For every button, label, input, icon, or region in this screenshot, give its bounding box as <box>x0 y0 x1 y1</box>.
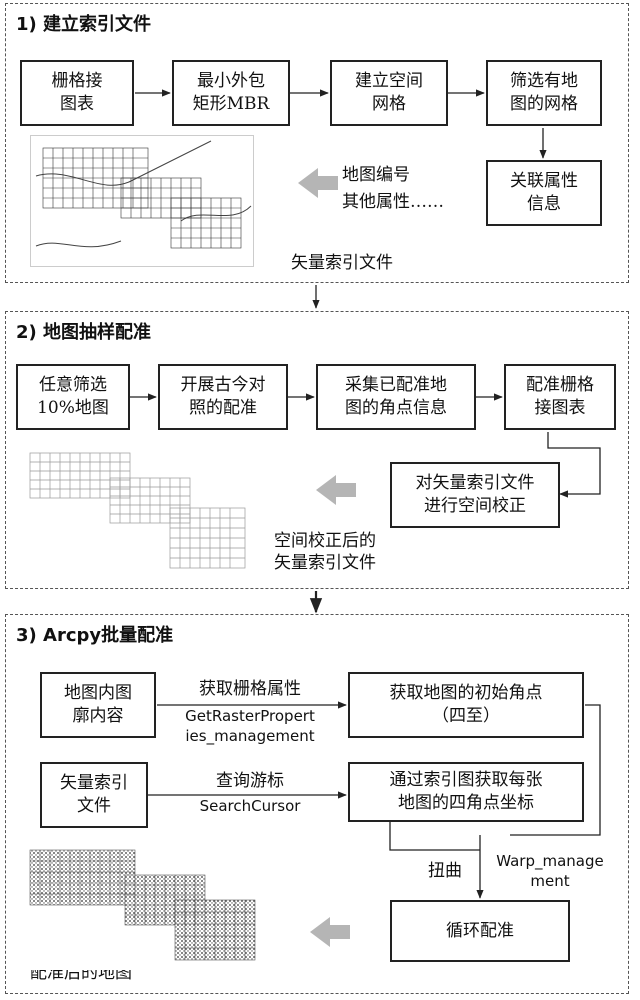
arrow-reggrid-to-correct <box>547 432 601 498</box>
label-get-raster: 获取栅格属性 <box>199 679 301 699</box>
panel-sample-registration: 2) 地图抽样配准 <box>5 311 629 589</box>
caption-corrected-index: 空间校正后的 矢量索引文件 <box>274 531 376 574</box>
panel-build-index: 1) 建立索引文件 <box>5 3 629 283</box>
box-filter-grid: 筛选有地 图的网格 <box>486 60 602 126</box>
box-sample: 任意筛选 10%地图 <box>16 364 130 430</box>
box-grid-sheet: 栅格接 图表 <box>20 60 134 126</box>
box-vector-index: 矢量索引 文件 <box>40 762 148 828</box>
grey-arrow-3 <box>310 917 350 947</box>
panel-title: 3) Arcpy批量配准 <box>16 625 174 646</box>
box-collect: 采集已配准地 图的角点信息 <box>316 364 476 430</box>
box-reg-grid: 配准栅格 接图表 <box>504 364 616 430</box>
vector-index-map-image <box>30 135 254 267</box>
box-compare: 开展古今对 照的配准 <box>158 364 288 430</box>
label-get-raster-function: GetRasterPropert ies_management <box>185 707 315 745</box>
panel-title: 1) 建立索引文件 <box>16 14 152 35</box>
panel-title: 2) 地图抽样配准 <box>16 322 152 343</box>
label-search-cursor: SearchCursor <box>199 797 301 815</box>
grey-arrow-1 <box>298 168 338 198</box>
caption-vector-index: 矢量索引文件 <box>291 253 393 273</box>
corrected-grid-image <box>20 448 260 578</box>
label-query: 查询游标 <box>216 771 284 791</box>
box-init-corners: 获取地图的初始角点 （四至） <box>348 672 584 738</box>
registered-map-image <box>25 840 265 970</box>
label-twist: 扭曲 <box>428 861 462 881</box>
box-four-corners: 通过索引图获取每张 地图的四角点坐标 <box>348 762 584 822</box>
box-mbr: 最小外包 矩形MBR <box>172 60 290 126</box>
box-map-content: 地图内图 廓内容 <box>40 672 156 738</box>
grey-arrow-2 <box>316 475 356 505</box>
line-init-to-merge <box>510 704 601 836</box>
box-loop: 循环配准 <box>390 900 570 962</box>
box-link-attr: 关联属性 信息 <box>486 160 602 226</box>
line-corners-to-merge <box>389 822 480 851</box>
attribute-text: 地图编号 其他属性…… <box>342 165 444 213</box>
box-correct: 对矢量索引文件 进行空间校正 <box>390 462 560 528</box>
box-build-grid: 建立空间 网格 <box>330 60 448 126</box>
label-warp-function: Warp_manage ment <box>496 852 604 890</box>
panel-arcpy-batch: 3) Arcpy批量配准 <box>5 614 629 994</box>
